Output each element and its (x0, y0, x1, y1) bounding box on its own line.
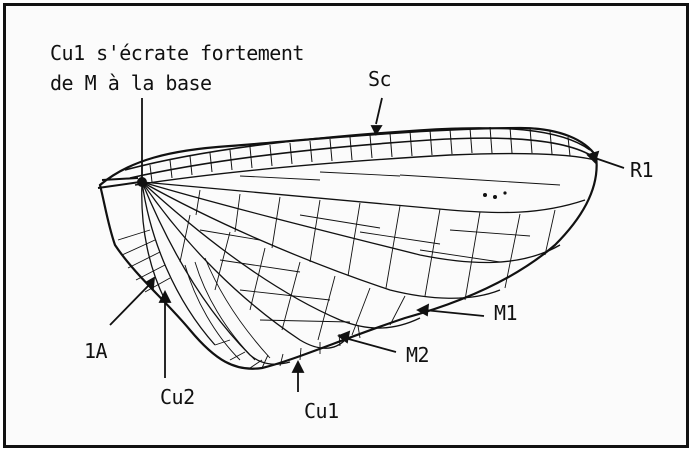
base-annotation-line2: de M à la base (50, 68, 304, 98)
pointer-sc (376, 98, 382, 124)
pointer-1a (110, 284, 150, 325)
label-m2: M2 (406, 342, 429, 368)
wing-base-stub (98, 178, 140, 188)
subcostal-vein (130, 138, 592, 178)
label-sc: Sc (368, 66, 391, 92)
label-m1: M1 (494, 300, 517, 326)
label-r1: R1 (630, 157, 653, 183)
pointer-m1 (424, 310, 484, 316)
label-cu2: Cu2 (160, 384, 195, 410)
base-annotation: Cu1 s'écrate fortement de M à la base (50, 38, 304, 98)
stigma-mark (483, 191, 507, 199)
label-cu1: Cu1 (304, 398, 339, 424)
label-1a: 1A (84, 338, 107, 364)
pointer-m2 (345, 338, 396, 352)
longitudinal-veins (142, 182, 585, 364)
arrowhead-cu1 (293, 362, 303, 372)
base-annotation-line1: Cu1 s'écrate fortement (50, 38, 304, 68)
radius-vein (135, 154, 595, 185)
